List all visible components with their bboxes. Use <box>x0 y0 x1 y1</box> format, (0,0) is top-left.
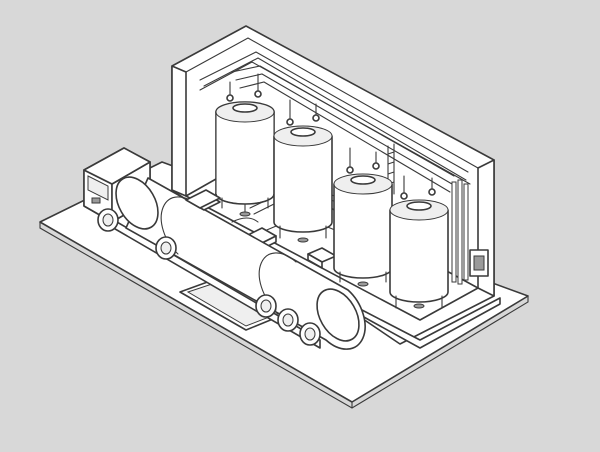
tanker-truck <box>83 147 366 350</box>
transfer-hose <box>185 189 259 223</box>
storage-tank <box>215 101 275 217</box>
storage-tank <box>273 125 333 243</box>
storage-tank <box>389 199 449 309</box>
storage-tank <box>333 173 393 287</box>
valve-cluster <box>226 73 436 200</box>
